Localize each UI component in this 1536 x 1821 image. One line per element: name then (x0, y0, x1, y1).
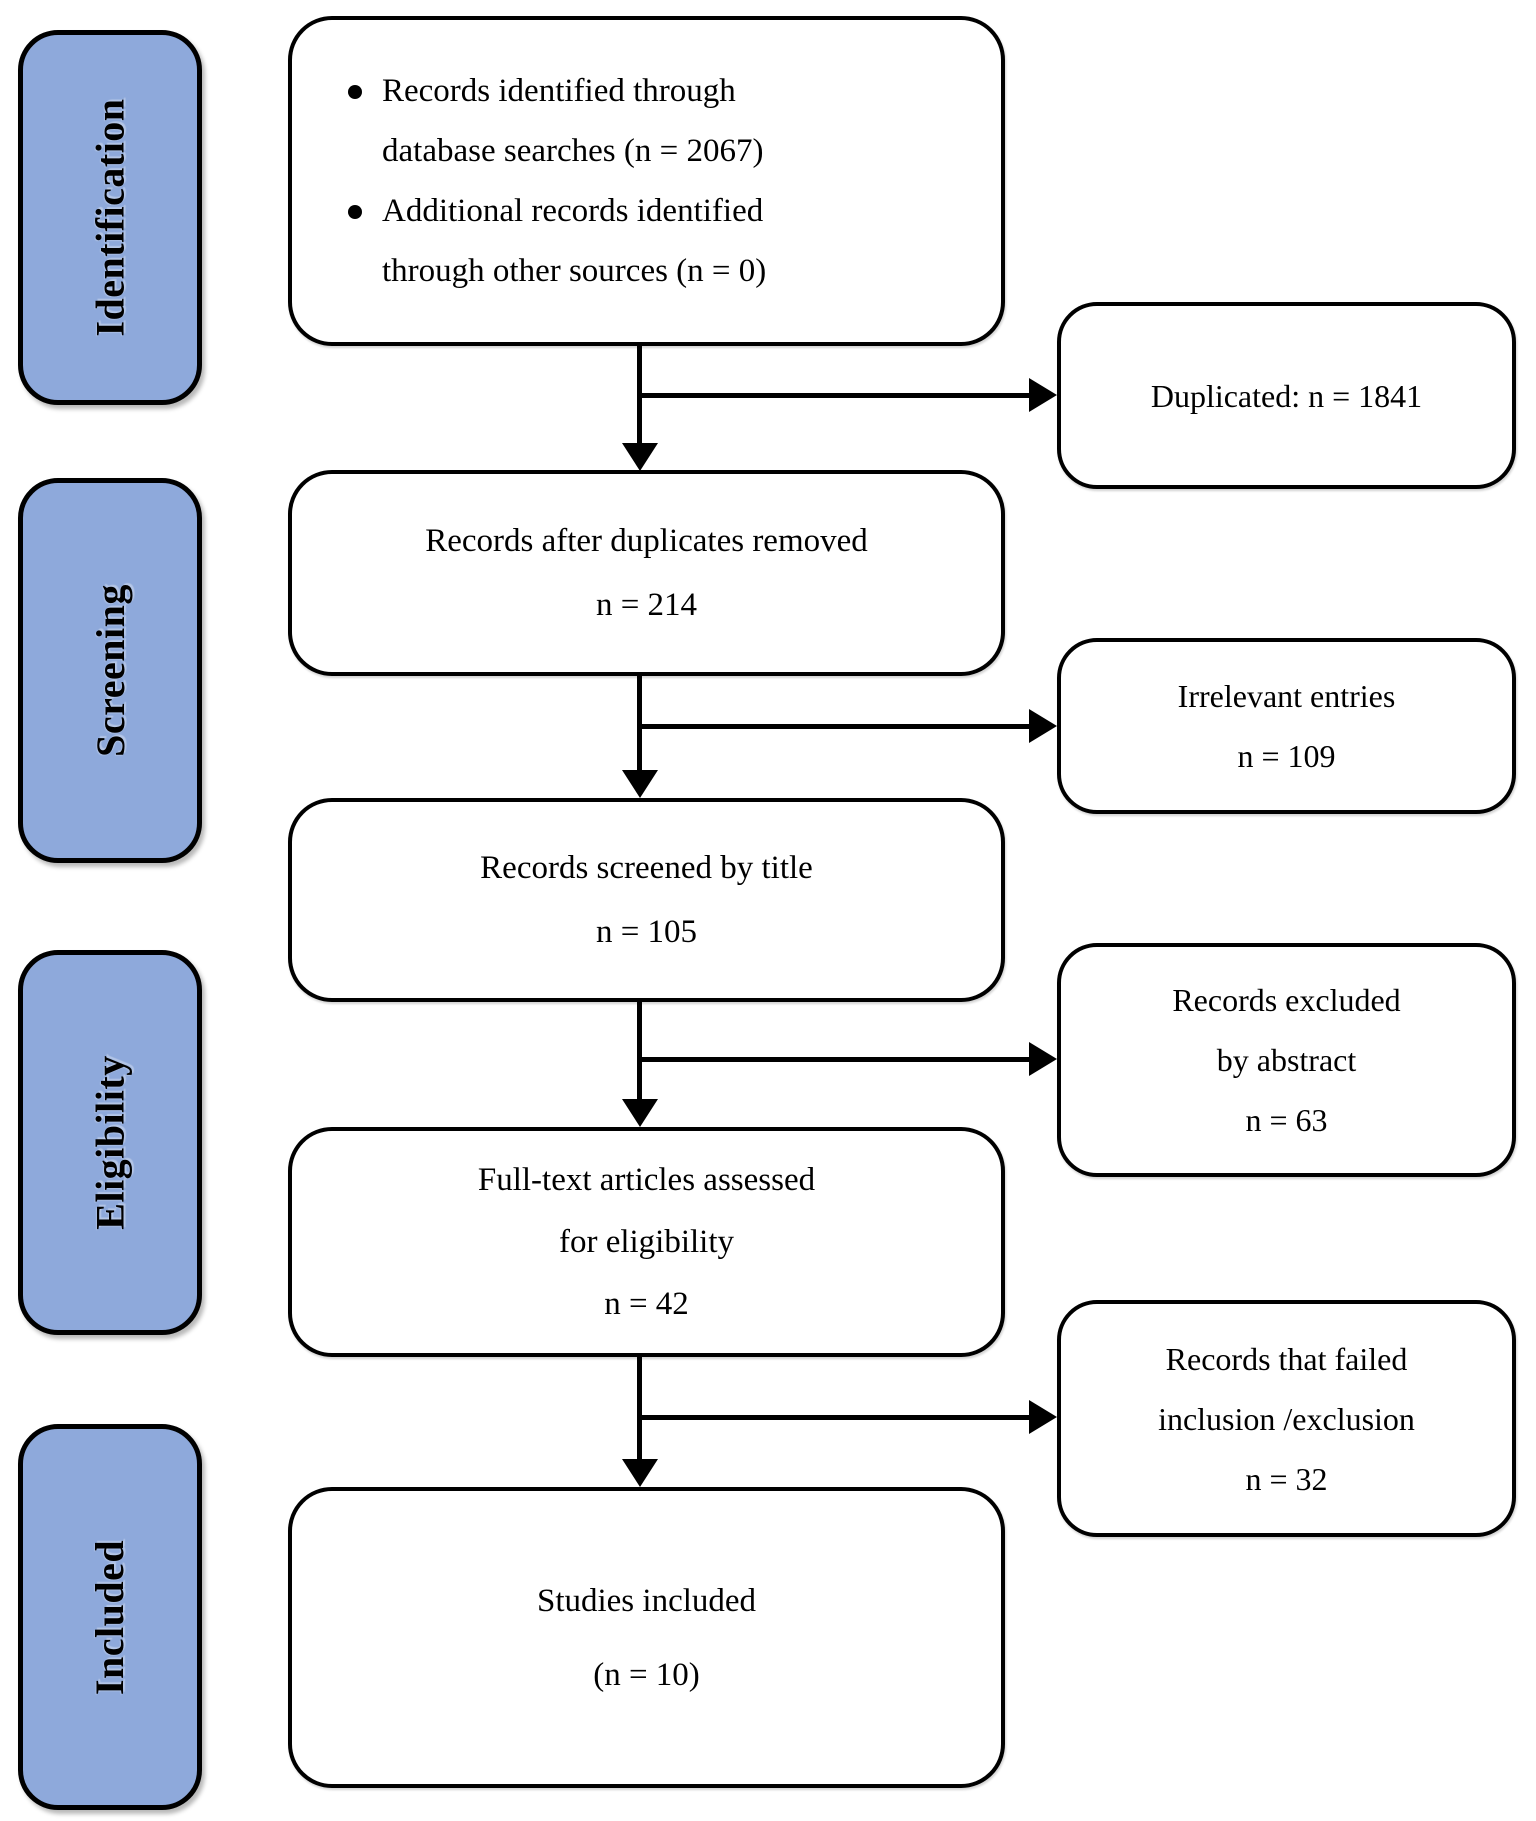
bullet-dot-icon (348, 85, 362, 99)
arrow-line-down-3 (637, 1002, 642, 1100)
side-box-irrelevant-entries: Irrelevant entries n = 109 (1057, 638, 1516, 814)
stage-box-screening: Screening (18, 478, 202, 863)
arrow-line-right-3 (639, 1057, 1030, 1062)
arrow-line-down-2 (637, 676, 642, 771)
flow-box-count: (n = 10) (593, 1656, 700, 1693)
flow-box-screened-by-title: Records screened by title n = 105 (288, 798, 1005, 1002)
side-box-failed-inclusion-exclusion: Records that failed inclusion /exclusion… (1057, 1300, 1516, 1537)
stage-box-identification: Identification (18, 30, 202, 405)
arrow-line-down-4 (637, 1357, 642, 1460)
arrow-line-right-1 (639, 393, 1030, 398)
side-box-excluded-by-abstract: Records excluded by abstract n = 63 (1057, 943, 1516, 1177)
arrowhead-down-icon (622, 1099, 658, 1127)
side-box-text: by abstract (1216, 1042, 1357, 1078)
flow-box-text: for eligibility (558, 1224, 735, 1260)
stage-label-included: Included (87, 1539, 133, 1695)
flow-box-text: Full-text articles assessed (477, 1162, 816, 1198)
flow-box-text: Records after duplicates removed (425, 523, 868, 559)
arrowhead-down-icon (622, 443, 658, 471)
arrowhead-down-icon (622, 1459, 658, 1487)
bullet-text-line: database searches (n = 2067) (382, 133, 764, 169)
bullet-text-line: through other sources (n = 0) (382, 253, 767, 289)
side-box-text: Records excluded (1172, 982, 1401, 1018)
flow-box-after-duplicates: Records after duplicates removed n = 214 (288, 470, 1005, 676)
flow-box-count: n = 105 (595, 914, 698, 950)
arrowhead-right-icon (1029, 378, 1057, 412)
side-box-count: n = 32 (1245, 1460, 1328, 1497)
bullet-dot-icon (348, 205, 362, 219)
flow-box-count: n = 42 (604, 1286, 689, 1322)
arrow-line-right-4 (639, 1415, 1030, 1420)
arrowhead-right-icon (1029, 709, 1057, 743)
bullet-text-line: Additional records identified (382, 193, 764, 229)
flow-box-count: n = 214 (595, 587, 698, 623)
bullet-item-database-searches: Records identified through database sear… (348, 61, 763, 181)
side-box-text: Irrelevant entries (1177, 678, 1396, 714)
flow-box-text: Studies included (536, 1582, 757, 1619)
side-box-duplicated: Duplicated: n = 1841 (1057, 302, 1516, 489)
arrowhead-right-icon (1029, 1400, 1057, 1434)
arrowhead-right-icon (1029, 1042, 1057, 1076)
stage-label-eligibility: Eligibility (87, 1055, 133, 1230)
side-box-text: inclusion /exclusion (1158, 1400, 1415, 1437)
flow-box-fulltext-assessed: Full-text articles assessed for eligibil… (288, 1127, 1005, 1357)
stage-label-identification: Identification (87, 98, 133, 337)
side-box-text: Duplicated: n = 1841 (1150, 377, 1423, 414)
stage-label-screening: Screening (87, 584, 133, 757)
side-box-text: Records that failed (1165, 1340, 1408, 1377)
arrow-line-right-2 (639, 724, 1030, 729)
bullet-text-line: Records identified through (382, 73, 736, 109)
bullet-item-other-sources: Additional records identified through ot… (348, 181, 766, 301)
arrowhead-down-icon (622, 770, 658, 798)
side-box-count: n = 63 (1245, 1102, 1328, 1138)
side-box-count: n = 109 (1237, 738, 1336, 774)
stage-box-eligibility: Eligibility (18, 950, 202, 1335)
flow-box-studies-included: Studies included (n = 10) (288, 1487, 1005, 1788)
flow-box-text: Records screened by title (480, 850, 813, 886)
stage-box-included: Included (18, 1424, 202, 1810)
flow-box-records-identified: Records identified through database sear… (288, 16, 1005, 346)
